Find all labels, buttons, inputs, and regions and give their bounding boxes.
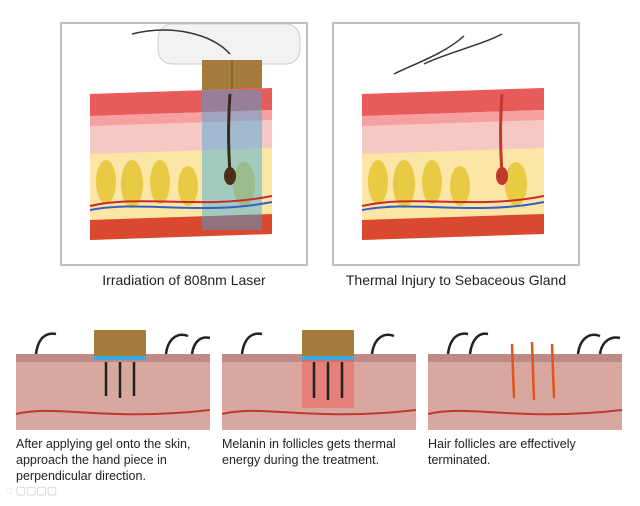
caption-step-3: Hair follicles are effectively terminate… bbox=[428, 437, 576, 467]
damaged-follicle bbox=[499, 93, 504, 175]
step-3-diagram bbox=[428, 318, 622, 430]
skin-cross-section-injury bbox=[361, 33, 545, 240]
caption-thermal-injury: Thermal Injury to Sebaceous Gland bbox=[345, 272, 567, 288]
step-1-diagram bbox=[16, 318, 210, 430]
handpiece-body bbox=[157, 24, 301, 65]
panel-thermal-injury bbox=[332, 22, 580, 266]
skin-cross-section-laser bbox=[89, 24, 301, 240]
handpiece-tip-2 bbox=[302, 330, 354, 356]
handpiece-tip-1 bbox=[94, 330, 146, 356]
panel-irradiation bbox=[60, 22, 308, 266]
caption-step-2: Melanin in follicles gets thermal energy… bbox=[222, 437, 396, 467]
watermark-logo: ◌ ▢▢▢▢ bbox=[6, 485, 58, 497]
step-2-diagram bbox=[222, 318, 416, 430]
caption-step-1: After applying gel onto the skin, approa… bbox=[16, 437, 191, 483]
caption-irradiation: Irradiation of 808nm Laser bbox=[102, 272, 266, 288]
